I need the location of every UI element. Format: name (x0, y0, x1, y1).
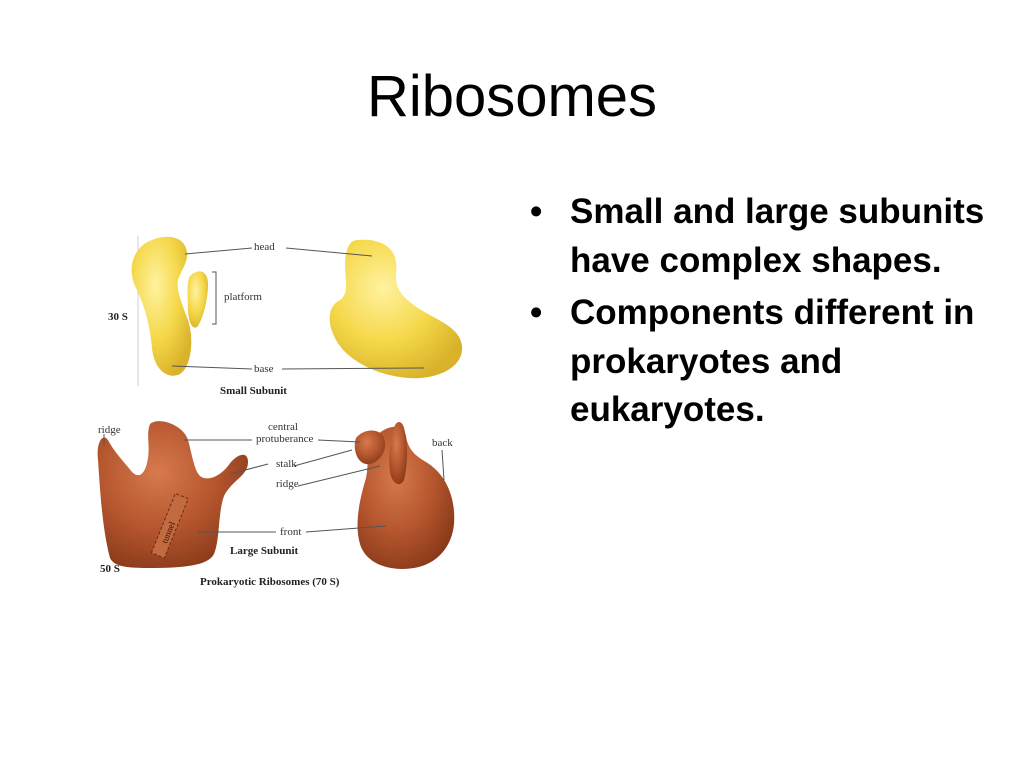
label-stalk: stalk (276, 458, 297, 470)
ribosome-diagram: head platform base 30 S Small Subunit tu… (97, 236, 463, 588)
label-ridge: ridge (276, 478, 299, 490)
bullet-dot: • (530, 192, 543, 231)
bullet-dot: • (530, 293, 543, 332)
small-subunit-left-shape (131, 236, 192, 376)
bullet-list: • Small and large subunits have complex … (530, 188, 1000, 439)
bullet-text: Small and large subunits have complex sh… (570, 192, 985, 280)
bullet-text: Components different in prokaryotes and … (570, 293, 975, 429)
figure-caption: Prokaryotic Ribosomes (70 S) (200, 576, 340, 588)
label-front: front (280, 526, 301, 538)
label-50s: 50 S (100, 563, 120, 575)
ribosome-figure: head platform base 30 S Small Subunit tu… (90, 228, 470, 598)
small-subunit-right-shape (329, 239, 463, 379)
slide-title: Ribosomes (366, 64, 658, 129)
label-30s: 30 S (108, 311, 128, 323)
large-subunit-right-stalk (389, 422, 407, 485)
bullet-item: • Components different in prokaryotes an… (530, 289, 1000, 435)
label-head: head (254, 241, 275, 253)
label-protuberance: protuberance (256, 433, 314, 445)
large-subunit-right-shape (357, 426, 455, 569)
label-platform: platform (224, 291, 262, 303)
label-base: base (254, 363, 274, 375)
bullet-item: • Small and large subunits have complex … (530, 188, 1000, 285)
large-subunit-right-protuberance (354, 430, 386, 465)
tunnel-marker: tunnel (150, 492, 189, 559)
large-subunit-caption: Large Subunit (230, 545, 298, 557)
large-subunit-left-shape (97, 421, 248, 568)
label-ridge-left: ridge (98, 424, 121, 436)
label-back: back (432, 437, 453, 449)
small-subunit-caption: Small Subunit (220, 385, 287, 397)
label-central: central (268, 421, 298, 433)
small-subunit-left-platform (187, 271, 208, 328)
